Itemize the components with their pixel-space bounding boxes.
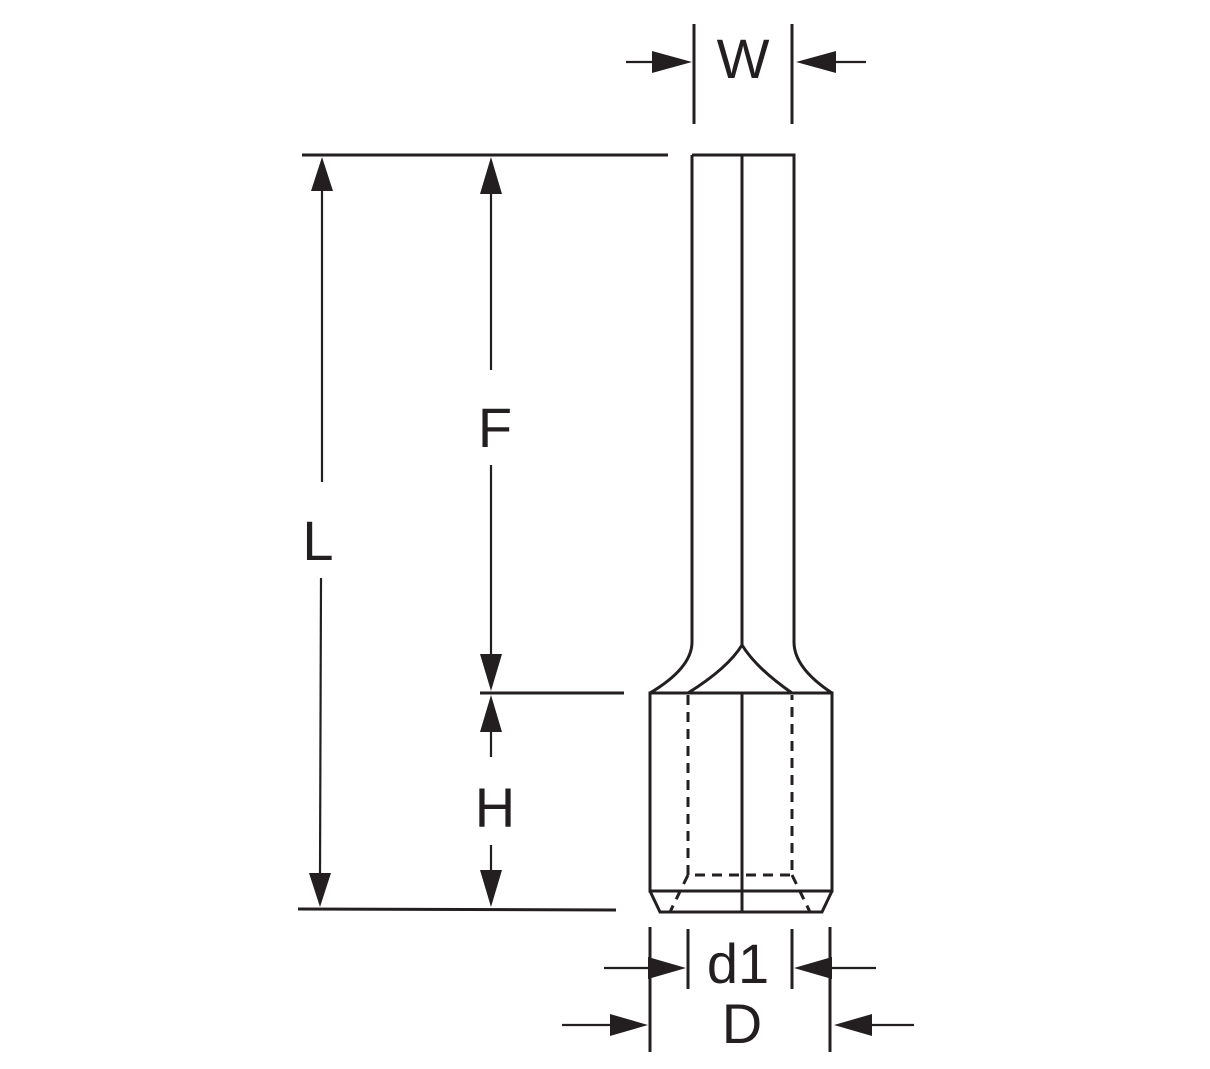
arrow-right-icon (610, 1014, 648, 1036)
label-h: H (475, 776, 515, 839)
arrow-up-icon (480, 695, 502, 732)
label-f: F (478, 396, 512, 459)
arrow-up-icon (311, 157, 333, 191)
arrow-left-icon (794, 957, 832, 979)
dimension-h: H (475, 695, 515, 907)
label-w: W (717, 27, 770, 90)
barrel-inner-taper (668, 874, 812, 913)
pin-terminal (648, 153, 834, 914)
label-l: L (302, 509, 333, 572)
pin-outline (649, 153, 833, 695)
arrow-left-icon (834, 1014, 872, 1036)
extension-bottom (297, 907, 617, 912)
dimension-l: L (302, 157, 334, 907)
dimension-d: D (562, 927, 914, 1055)
label-d: D (722, 992, 762, 1055)
arrow-down-icon (480, 654, 502, 691)
dimension-d1: d1 (604, 929, 876, 995)
arrow-right-icon (652, 51, 692, 73)
dimension-f: F (478, 157, 512, 691)
barrel-inner-bore (686, 695, 794, 877)
arrow-right-icon (648, 957, 686, 979)
dimension-w: W (626, 24, 866, 124)
arrow-down-icon (309, 873, 331, 907)
arrow-up-icon (480, 157, 502, 194)
pin-transition (687, 644, 793, 695)
arrow-down-icon (480, 870, 502, 907)
label-d1: d1 (707, 932, 769, 995)
arrow-left-icon (796, 51, 836, 73)
